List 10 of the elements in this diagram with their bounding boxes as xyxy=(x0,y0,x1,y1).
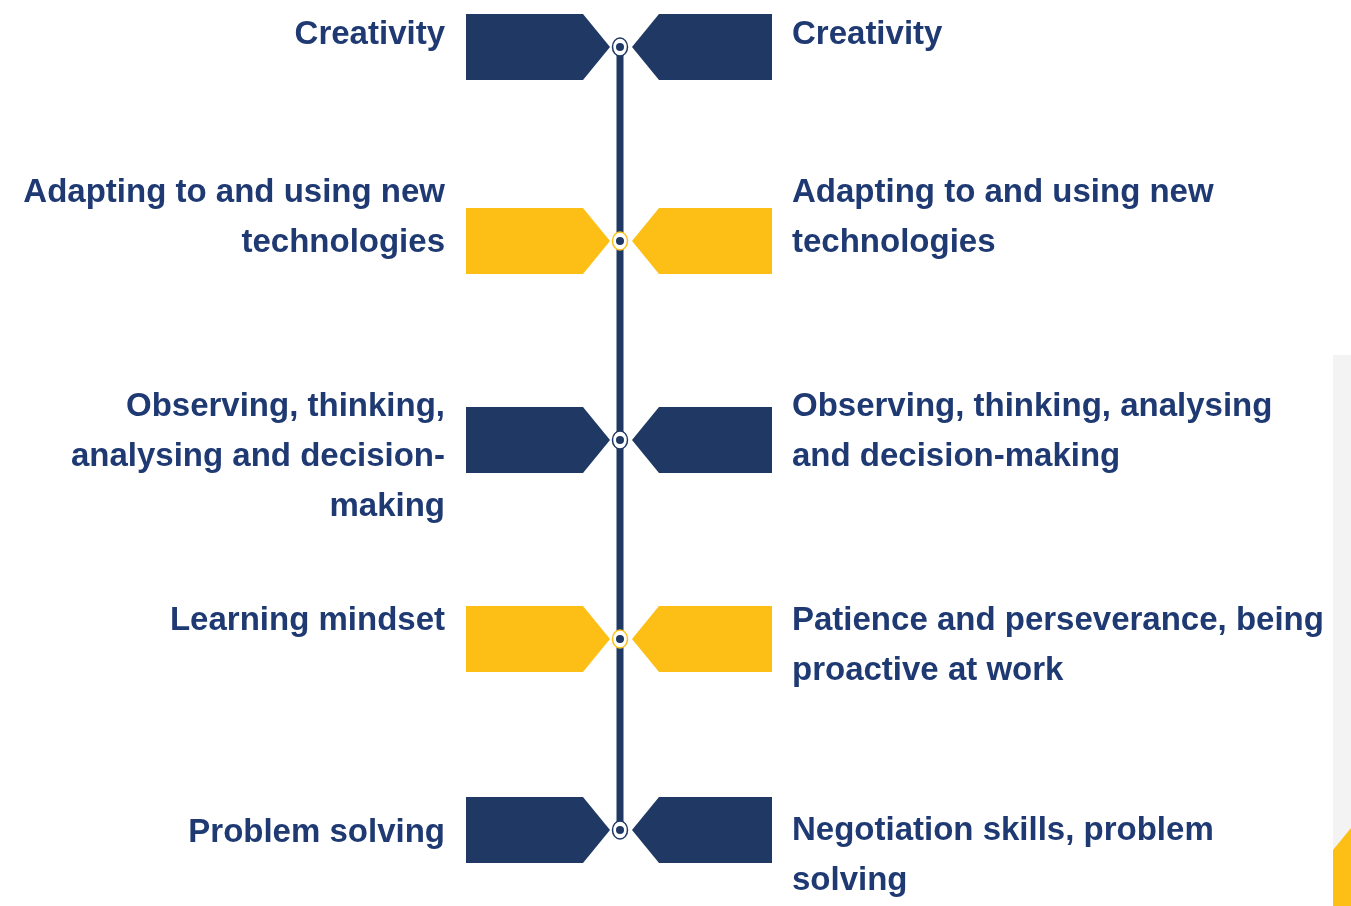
skill-label: Creativity xyxy=(792,13,944,53)
skill-label: Creativity xyxy=(293,13,445,53)
skill-label: Observing, thinking, analysing and decision-making xyxy=(69,385,445,525)
skill-label: Observing, thinking, analysing and decision-making xyxy=(792,385,1274,475)
skill-label: Adapting to and using new technologies xyxy=(792,171,1215,261)
skill-label: Negotiation skills, problem solving xyxy=(792,809,1215,899)
skill-label: Problem solving xyxy=(187,811,445,851)
skill-label: Learning mindset xyxy=(168,599,445,639)
skill-label: Patience and perseverance, being proactive at work xyxy=(792,599,1325,689)
skill-label: Adapting to and using new technologies xyxy=(22,171,445,261)
